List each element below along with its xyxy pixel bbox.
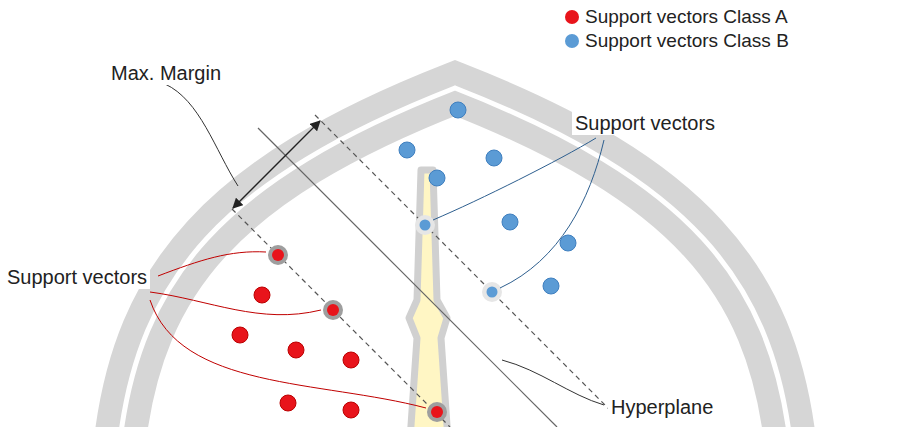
class-b-points [399, 102, 576, 294]
legend-swatch [565, 34, 579, 48]
leader-line [433, 138, 596, 220]
leader-line [502, 360, 604, 405]
leader-line [500, 140, 604, 288]
legend-text: Support vectors Class B [585, 30, 789, 52]
legend-text: Support vectors Class A [585, 6, 788, 28]
leader-line [158, 252, 266, 276]
leader-line [150, 300, 426, 408]
legend-swatch [565, 10, 579, 24]
hyperplane-line [258, 128, 557, 427]
class-b-support-vectors [415, 215, 502, 302]
arch-band [120, 88, 790, 427]
margin-line [315, 115, 612, 412]
margin-line [232, 209, 450, 427]
leader-line [165, 84, 238, 186]
leader-line [150, 292, 321, 315]
margin-arrow [233, 121, 320, 208]
class-a-points [232, 287, 359, 418]
class-a-support-vectors [268, 245, 447, 422]
arch-gap [120, 88, 790, 427]
annotation-label: Max. Margin [108, 62, 224, 85]
annotation-label: Support vectors [4, 266, 150, 289]
annotation-label: Hyperplane [608, 396, 716, 419]
annotation-label: Support vectors [572, 112, 718, 135]
